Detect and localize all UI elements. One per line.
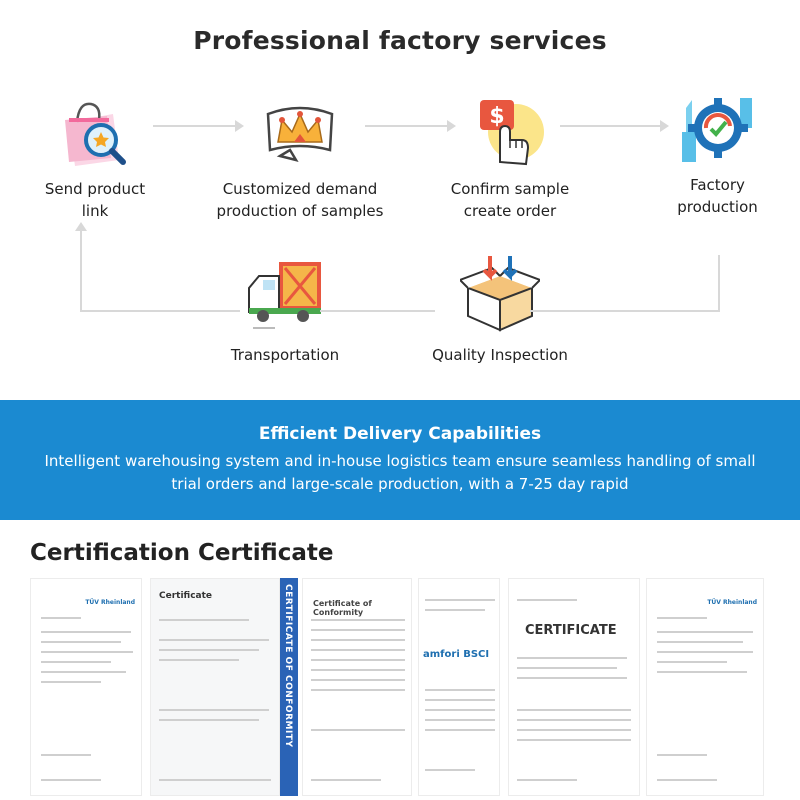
step-send-product-link: Send product link	[35, 92, 155, 222]
step-transportation: Transportation	[210, 254, 360, 366]
flow-arrow-2	[365, 125, 447, 127]
step-label: Customized demand production of samples	[216, 180, 384, 220]
svg-text:$: $	[489, 104, 504, 129]
certificate-heading: TÜV Rheinland	[707, 599, 757, 606]
price-tap-icon: $	[470, 92, 550, 172]
certificate-heading: CERTIFICATE OF CONFORMITY	[283, 584, 293, 748]
certificate-heading: Certificate of Conformity	[313, 599, 372, 617]
step-quality-inspection: Quality Inspection	[415, 254, 585, 366]
step-confirm-sample: $ Confirm sample create order	[430, 92, 590, 222]
flow-arrow-1	[153, 125, 235, 127]
certificate-heading: TÜV Rheinland	[85, 599, 135, 606]
flow-arrow-5	[320, 310, 435, 312]
step-label: Confirm sample create order	[450, 180, 570, 220]
certificate-5: amfori BSCI	[418, 578, 500, 796]
certificate-1: TÜV Rheinland	[30, 578, 142, 796]
factory-gear-icon	[678, 88, 758, 168]
step-label: Transportation	[230, 346, 340, 364]
certificate-2: Certificate	[150, 578, 280, 796]
step-label: Quality Inspection	[432, 346, 568, 364]
flow-arrow-4b	[530, 310, 720, 312]
certificate-heading: Certificate	[159, 591, 213, 601]
certificate-3: CERTIFICATE OF CONFORMITY	[280, 578, 298, 796]
box-icon	[458, 254, 542, 334]
step-customized-demand: Customized demand production of samples	[200, 92, 400, 222]
certificates-strip: TÜV Rheinland Certificate CERTIFICATE OF…	[30, 578, 800, 800]
flow-arrow-head	[447, 120, 456, 132]
flow-arrow-4	[718, 255, 720, 310]
crown-icon	[260, 92, 340, 172]
flow-arrow-head	[660, 120, 669, 132]
certificate-6: CERTIFICATE	[508, 578, 640, 796]
delivery-banner: Efficient Delivery Capabilities Intellig…	[0, 400, 800, 520]
certificate-7: TÜV Rheinland	[646, 578, 764, 796]
shopping-bag-icon	[55, 92, 135, 172]
banner-title: Efficient Delivery Capabilities	[258, 424, 542, 444]
certificate-heading: CERTIFICATE	[525, 623, 617, 638]
flow-arrow-head	[235, 120, 244, 132]
flow-arrow-6	[80, 310, 240, 312]
step-label: Send product link	[44, 180, 146, 220]
certificate-heading: amfori BSCI	[423, 649, 490, 660]
step-factory-production: Factory production	[655, 88, 780, 218]
truck-icon	[245, 254, 325, 334]
flow-arrow-6b	[80, 230, 82, 312]
flow-arrow-3	[560, 125, 660, 127]
banner-text: Intelligent warehousing system and in-ho…	[44, 452, 756, 493]
certification-title: Certification Certificate	[30, 540, 334, 566]
step-label: Factory production	[677, 176, 758, 216]
flow-arrow-head	[75, 222, 87, 231]
certificate-4: Certificate of Conformity	[302, 578, 412, 796]
page-title: Professional factory services	[193, 26, 607, 55]
